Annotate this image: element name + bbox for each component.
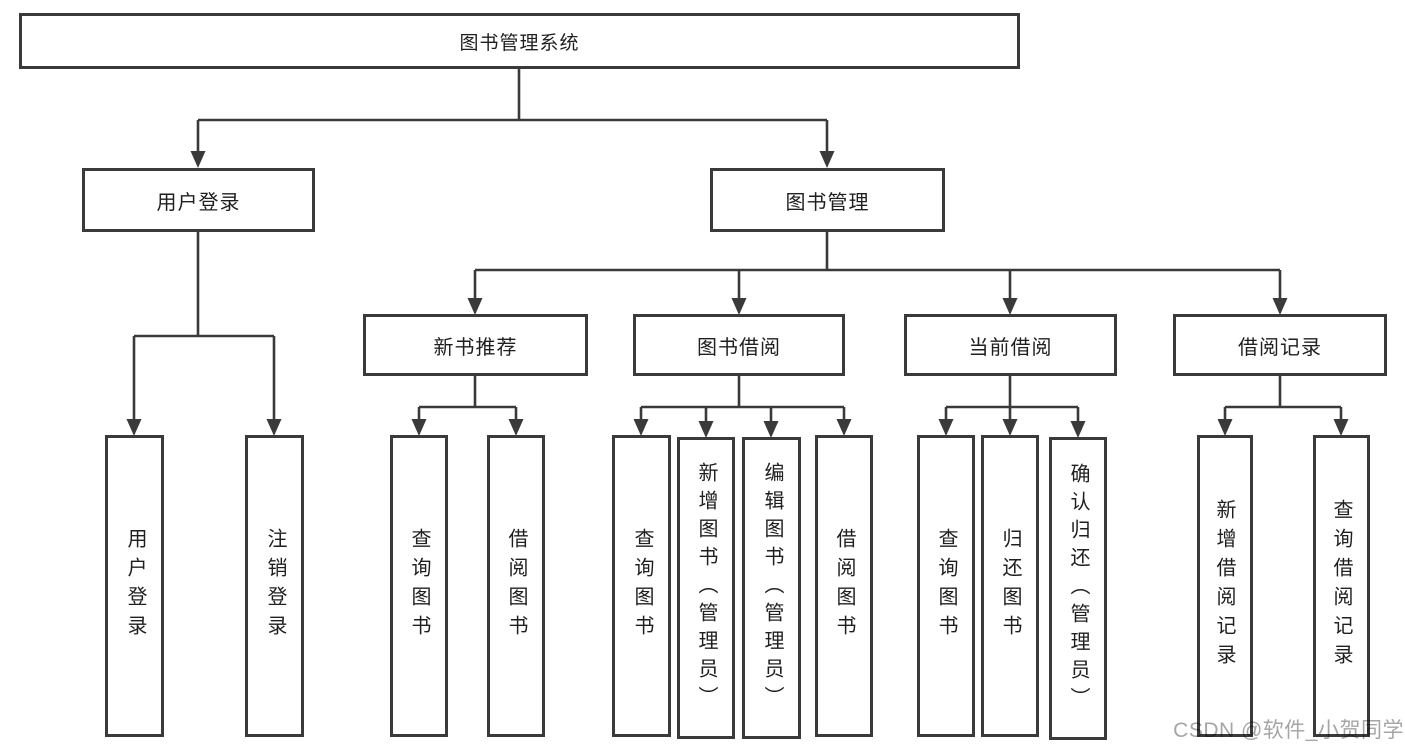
- leaf-add-book-admin: 新增图书（管理员）: [677, 437, 735, 739]
- leaf-add-borrow-record: 新增借阅记录: [1197, 435, 1253, 737]
- leaf-logout: 注销登录: [245, 435, 304, 737]
- node-user-login: 用户登录: [82, 168, 315, 232]
- leaf-user-login: 用户登录: [105, 435, 164, 737]
- node-book-management: 图书管理: [710, 168, 945, 232]
- leaf-confirm-return-admin: 确认归还（管理员）: [1049, 437, 1107, 740]
- node-library-management-system: 图书管理系统: [19, 13, 1020, 69]
- node-new-book-recommendation: 新书推荐: [363, 314, 588, 376]
- leaf-edit-book-admin: 编辑图书（管理员）: [742, 437, 801, 739]
- node-current-borrowing: 当前借阅: [904, 314, 1117, 376]
- csdn-watermark: CSDN @软件_小贺同学: [1173, 719, 1404, 742]
- leaf-query-books-current: 查询图书: [917, 435, 975, 737]
- leaf-query-books-recommend: 查询图书: [390, 435, 448, 737]
- leaf-query-books-borrowing: 查询图书: [612, 435, 671, 737]
- leaf-borrow-books-recommend: 借阅图书: [487, 435, 545, 737]
- node-borrowing-records: 借阅记录: [1173, 314, 1387, 376]
- node-book-borrowing: 图书借阅: [633, 314, 845, 376]
- leaf-borrow-books: 借阅图书: [815, 435, 873, 737]
- leaf-return-book: 归还图书: [981, 435, 1039, 737]
- leaf-query-borrow-record: 查询借阅记录: [1313, 435, 1370, 737]
